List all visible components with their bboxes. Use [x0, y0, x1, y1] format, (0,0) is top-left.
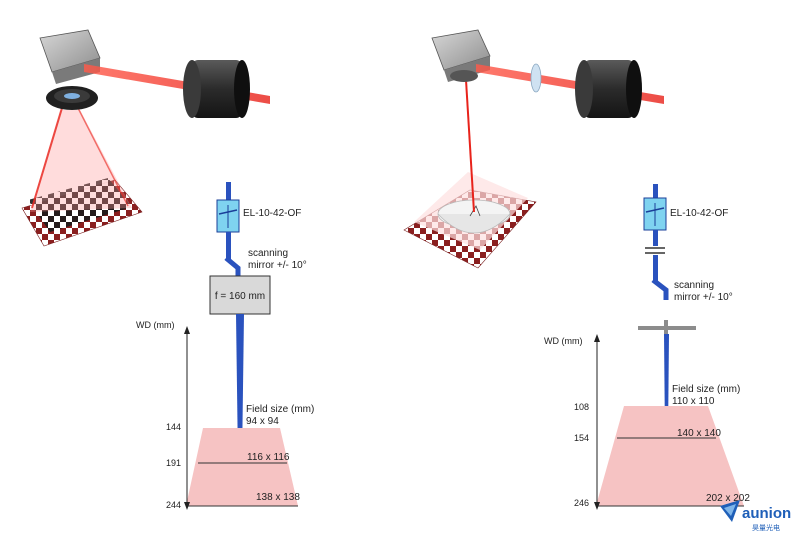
left-field-region — [186, 428, 298, 506]
left-mirror-label-2: mirror +/- 10° — [248, 260, 307, 271]
left-wd-label: WD (mm) — [136, 320, 174, 330]
left-wd-tick-2: 191 — [166, 458, 181, 468]
left-schematic: EL-10-42-OF scanning mirror +/- 10° f = … — [136, 182, 314, 510]
right-lens-label: EL-10-42-OF — [670, 208, 728, 219]
right-relay-lens — [530, 63, 542, 93]
left-wd-tick-3: 244 — [166, 500, 181, 510]
left-scan-mirror — [224, 256, 241, 278]
left-field-size-3: 138 x 138 — [256, 492, 300, 503]
right-laser-vertical — [465, 79, 475, 213]
right-mirror-label-2: mirror +/- 10° — [674, 292, 733, 303]
right-wd-tick-3: 246 — [574, 498, 589, 508]
left-objective-box — [209, 275, 271, 315]
right-laser-cylinder — [575, 60, 642, 118]
left-field-label: Field size (mm) — [246, 404, 314, 415]
left-laser-cylinder — [183, 60, 250, 118]
left-laser-cone — [30, 110, 132, 212]
right-mirror-label-1: scanning — [674, 280, 714, 291]
right-field-size-3: 202 x 202 — [706, 493, 750, 504]
right-wd-label: WD (mm) — [544, 336, 582, 346]
right-field-size-2: 140 x 140 — [677, 428, 721, 439]
left-render-illustration — [0, 0, 290, 290]
right-field-size-1: 110 x 110 — [672, 396, 715, 407]
left-mirror-label-1: scanning — [248, 248, 288, 259]
right-wd-tick-2: 154 — [574, 433, 589, 443]
left-objective-label: f = 160 mm — [215, 291, 265, 302]
left-field-size-1: 94 x 94 — [246, 416, 279, 427]
left-beam-top — [226, 182, 231, 202]
left-wd-tick-1: 144 — [166, 422, 181, 432]
aunion-logo-sub: 昊量光电 — [752, 523, 780, 532]
right-offset-lens — [645, 247, 665, 254]
right-schematic: EL-10-42-OF scanning mirror +/- 10° WD (… — [544, 184, 750, 510]
aunion-logo-name: aunion — [742, 505, 791, 522]
right-field-label: Field size (mm) — [672, 384, 740, 395]
right-wd-tick-1: 108 — [574, 402, 589, 412]
right-tunable-lens — [643, 197, 667, 231]
bowl-object — [437, 199, 511, 234]
right-scan-mirror — [651, 278, 669, 300]
right-render-illustration — [403, 29, 664, 269]
left-tunable-lens — [216, 199, 240, 233]
left-focus-beam — [236, 314, 244, 462]
right-field-region — [596, 406, 744, 506]
left-field-size-2: 116 x 116 — [247, 452, 290, 463]
left-lens-label: EL-10-42-OF — [243, 208, 301, 219]
aunion-logo: aunion 昊量光电 — [720, 500, 791, 532]
